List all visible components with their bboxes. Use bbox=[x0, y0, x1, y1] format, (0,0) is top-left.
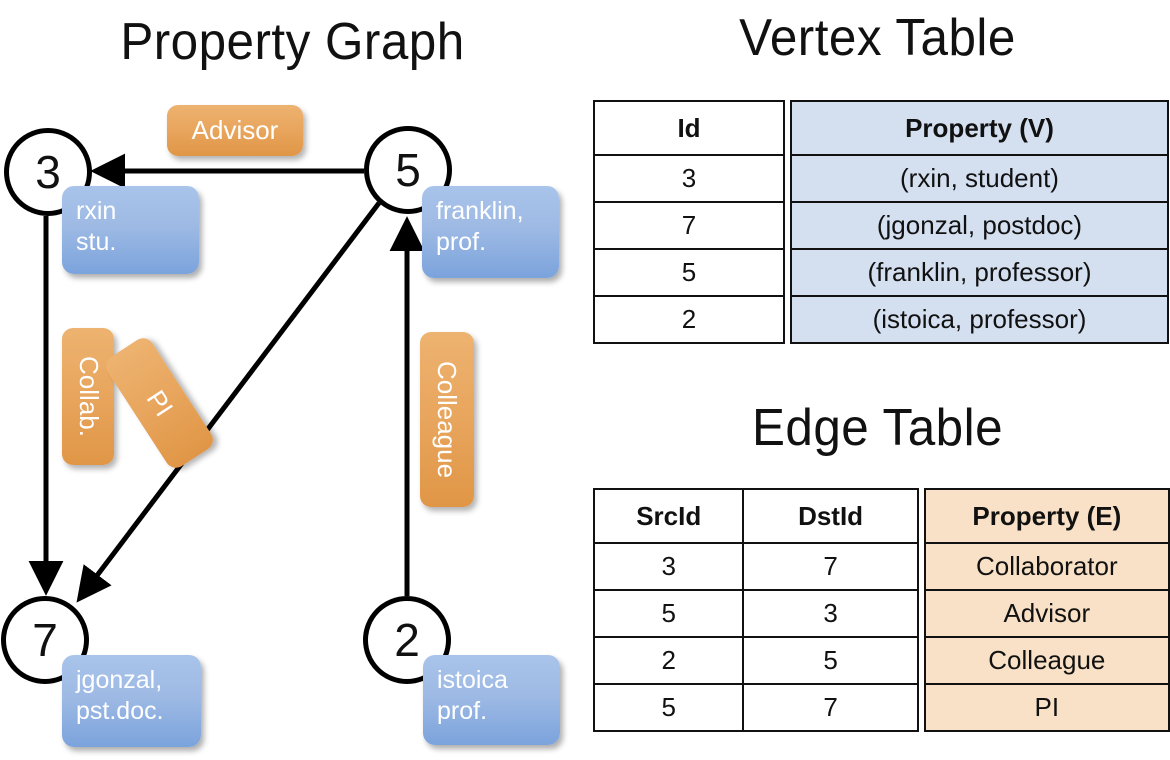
table-row: 7 (jgonzal, postdoc) bbox=[593, 201, 1169, 250]
cell-property: (rxin, student) bbox=[790, 154, 1169, 203]
column-gap bbox=[784, 155, 791, 202]
cell-id: 5 bbox=[593, 248, 785, 297]
column-header-property-e: Property (E) bbox=[923, 488, 1170, 544]
table-row: 3 7 Collaborator bbox=[592, 542, 1170, 591]
table-row: 5 7 PI bbox=[592, 683, 1170, 732]
edge-label-text: Colleague bbox=[432, 360, 463, 479]
vertex-property-line-1: rxin bbox=[76, 197, 117, 225]
edge-label-text: Advisor bbox=[191, 115, 279, 145]
column-gap bbox=[784, 101, 791, 155]
vertex-property-line-1: istoica bbox=[437, 666, 508, 694]
property-graph-diagram: 3 5 7 2 rxin stu. franklin, prof. jgonza… bbox=[1, 105, 560, 747]
edge-label-colleague: Colleague bbox=[420, 332, 474, 507]
table-header-row: Id Property (V) bbox=[593, 100, 1169, 156]
column-header-srcid: SrcId bbox=[592, 488, 745, 544]
vertex-property-line-2: pst.doc. bbox=[76, 697, 164, 726]
cell-id: 7 bbox=[593, 201, 785, 250]
cell-property: (jgonzal, postdoc) bbox=[790, 201, 1169, 250]
vertex-property-line-2: prof. bbox=[436, 228, 487, 257]
cell-srcid: 5 bbox=[592, 683, 745, 732]
column-gap bbox=[918, 590, 925, 637]
page-title-property-graph: Property Graph bbox=[120, 13, 465, 71]
column-gap bbox=[784, 296, 791, 343]
vertex-property-box-2: istoica prof. bbox=[423, 655, 560, 745]
cell-property: (franklin, professor) bbox=[790, 248, 1169, 297]
vertex-property-line-1: jgonzal, bbox=[76, 666, 163, 694]
cell-dstid: 5 bbox=[742, 636, 919, 685]
graph-node-5[interactable]: 5 bbox=[364, 126, 452, 214]
column-gap bbox=[918, 684, 925, 731]
edge-label-text: Collab. bbox=[73, 356, 104, 437]
column-header-property-v: Property (V) bbox=[790, 100, 1169, 156]
edge-label-text: PI bbox=[140, 384, 180, 422]
cell-property: Colleague bbox=[923, 636, 1170, 685]
vertex-property-box-5: franklin, prof. bbox=[422, 186, 559, 278]
column-gap bbox=[918, 543, 925, 590]
column-gap bbox=[918, 637, 925, 684]
vertex-property-box-3: rxin stu. bbox=[62, 186, 199, 274]
cell-srcid: 3 bbox=[592, 542, 745, 591]
table-header-row: SrcId DstId Property (E) bbox=[592, 488, 1170, 544]
page-title-edge-table: Edge Table bbox=[751, 399, 1004, 457]
cell-srcid: 5 bbox=[592, 589, 745, 638]
edge-table: SrcId DstId Property (E) 3 7 Collaborato… bbox=[592, 488, 1170, 732]
column-gap bbox=[784, 249, 791, 296]
edge-5-to-7 bbox=[76, 201, 381, 603]
vertex-property-line-2: prof. bbox=[437, 697, 488, 726]
column-header-id: Id bbox=[593, 100, 785, 156]
cell-property: Collaborator bbox=[923, 542, 1170, 591]
column-header-dstid: DstId bbox=[742, 488, 919, 544]
cell-dstid: 3 bbox=[742, 589, 919, 638]
vertex-property-line-1: franklin, bbox=[436, 197, 524, 225]
cell-srcid: 2 bbox=[592, 636, 745, 685]
cell-dstid: 7 bbox=[742, 683, 919, 732]
graph-node-2[interactable]: 2 bbox=[363, 596, 451, 684]
table-row: 2 5 Colleague bbox=[592, 636, 1170, 685]
table-row: 3 (rxin, student) bbox=[593, 154, 1169, 203]
edge-label-collab: Collab. bbox=[62, 328, 114, 465]
cell-property: (istoica, professor) bbox=[790, 295, 1169, 344]
vertex-table: Id Property (V) 3 (rxin, student) 7 (jgo… bbox=[593, 100, 1169, 344]
edge-label-advisor: Advisor bbox=[167, 105, 303, 156]
graph-edges-layer bbox=[28, 153, 425, 603]
table-row: 2 (istoica, professor) bbox=[593, 295, 1169, 344]
cell-property: PI bbox=[923, 683, 1170, 732]
cell-dstid: 7 bbox=[742, 542, 919, 591]
cell-property: Advisor bbox=[923, 589, 1170, 638]
vertex-property-line-2: stu. bbox=[76, 228, 117, 257]
cell-id: 2 bbox=[593, 295, 785, 344]
column-gap bbox=[784, 202, 791, 249]
column-gap bbox=[918, 489, 925, 543]
table-row: 5 3 Advisor bbox=[592, 589, 1170, 638]
vertex-property-box-7: jgonzal, pst.doc. bbox=[62, 655, 201, 747]
table-row: 5 (franklin, professor) bbox=[593, 248, 1169, 297]
cell-id: 3 bbox=[593, 154, 785, 203]
page-title-vertex-table: Vertex Table bbox=[739, 9, 1016, 67]
